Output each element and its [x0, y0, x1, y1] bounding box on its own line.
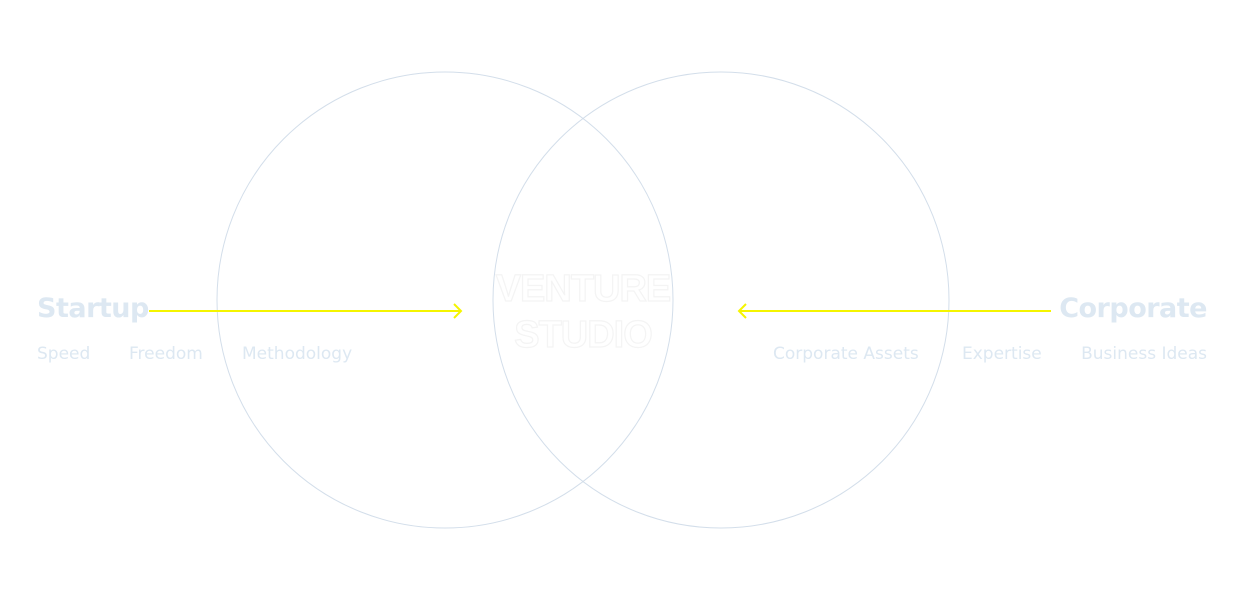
venture-studio-line2: STUDIO: [514, 313, 654, 356]
corporate-item-assets: Corporate Assets: [773, 344, 919, 364]
startup-item-freedom: Freedom: [129, 344, 203, 364]
corporate-item-business-ideas: Business Ideas: [1081, 344, 1207, 364]
startup-circle: [216, 71, 674, 529]
startup-item-methodology: Methodology: [242, 344, 353, 364]
startup-item-speed: Speed: [37, 344, 91, 364]
corporate-arrow: [737, 303, 1051, 319]
startup-title: Startup: [37, 293, 149, 324]
startup-arrow: [149, 303, 463, 319]
venture-studio-line1: VENTURE: [495, 267, 672, 310]
corporate-circle: [492, 71, 950, 529]
corporate-title: Corporate: [1059, 293, 1207, 324]
corporate-item-expertise: Expertise: [962, 344, 1042, 364]
